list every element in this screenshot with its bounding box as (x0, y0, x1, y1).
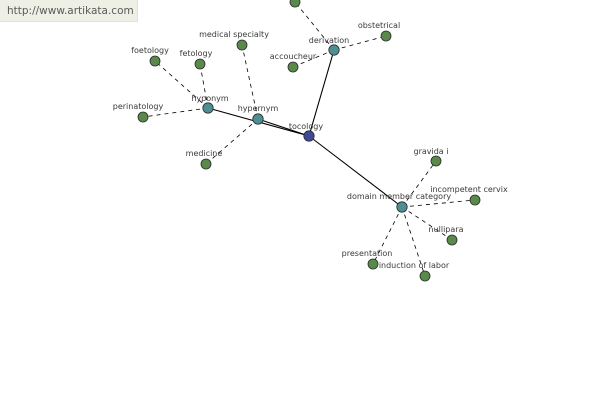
edge-hyponym-perinatology (142, 107, 209, 118)
node-label-domain[interactable]: domain member category (347, 192, 451, 201)
graph-nodes (137, 0, 481, 282)
node-obstetrical[interactable] (380, 30, 392, 42)
edge-domain-presentation (372, 206, 403, 265)
node-label-derivation[interactable]: derivation (309, 36, 349, 45)
node-label-hyponym[interactable]: hyponym (191, 94, 229, 103)
graph-labels: tocology hyponym hypernym derivation domain … (113, 21, 508, 270)
node-label-foetology[interactable]: foetology (131, 46, 169, 55)
node-label-hypernym[interactable]: hypernym (238, 104, 279, 113)
edge-domain-gravida (401, 160, 437, 208)
node-label-medspec[interactable]: medical specialty (199, 30, 269, 39)
node-medicine[interactable] (200, 158, 212, 170)
edge-center-domain (308, 135, 403, 208)
node-label-nullipara[interactable]: nullipara (429, 225, 464, 234)
node-label-fetology[interactable]: fetology (180, 49, 213, 58)
node-perinatology[interactable] (137, 111, 149, 123)
node-label-induction[interactable]: induction of labor (379, 261, 450, 270)
edge-derivation-obstetrical (333, 35, 387, 51)
edge-center-hypernym (257, 118, 310, 137)
node-label-perinatology[interactable]: perinatology (113, 102, 164, 111)
edge-domain-cervix (401, 199, 476, 208)
site-url-badge[interactable]: http://www.artikata.com (0, 0, 138, 22)
edge-hypernym-medicine (205, 118, 259, 165)
node-domain[interactable] (396, 201, 408, 213)
node-label-cervix[interactable]: incompetent cervix (430, 185, 508, 194)
edge-derivation-deriv_top1 (294, 1, 335, 51)
node-accoucheur[interactable] (287, 61, 299, 73)
node-cervix[interactable] (469, 194, 481, 206)
node-presentation[interactable] (367, 258, 379, 270)
node-hypernym[interactable] (252, 113, 264, 125)
node-foetology[interactable] (149, 55, 161, 67)
node-gravida[interactable] (430, 155, 442, 167)
node-derivation[interactable] (328, 44, 340, 56)
edge-domain-nullipara (401, 206, 453, 241)
node-label-medicine[interactable]: medicine (186, 149, 223, 158)
node-label-accoucheur[interactable]: accoucheur (270, 52, 317, 61)
node-center[interactable] (303, 130, 315, 142)
node-label-center[interactable]: tocology (289, 122, 324, 131)
site-url[interactable]: http://www.artikata.com (7, 5, 134, 17)
node-induction[interactable] (419, 270, 431, 282)
node-hyponym[interactable] (202, 102, 214, 114)
edge-center-derivation (308, 49, 335, 137)
node-label-presentation[interactable]: presentation (342, 249, 393, 258)
node-deriv_top1[interactable] (289, 0, 301, 8)
node-label-obstetrical[interactable]: obstetrical (358, 21, 400, 30)
node-label-gravida[interactable]: gravida i (414, 147, 449, 156)
node-nullipara[interactable] (446, 234, 458, 246)
node-medspec[interactable] (236, 39, 248, 51)
edge-hyponym-foetology (154, 60, 209, 109)
node-fetology[interactable] (194, 58, 206, 70)
